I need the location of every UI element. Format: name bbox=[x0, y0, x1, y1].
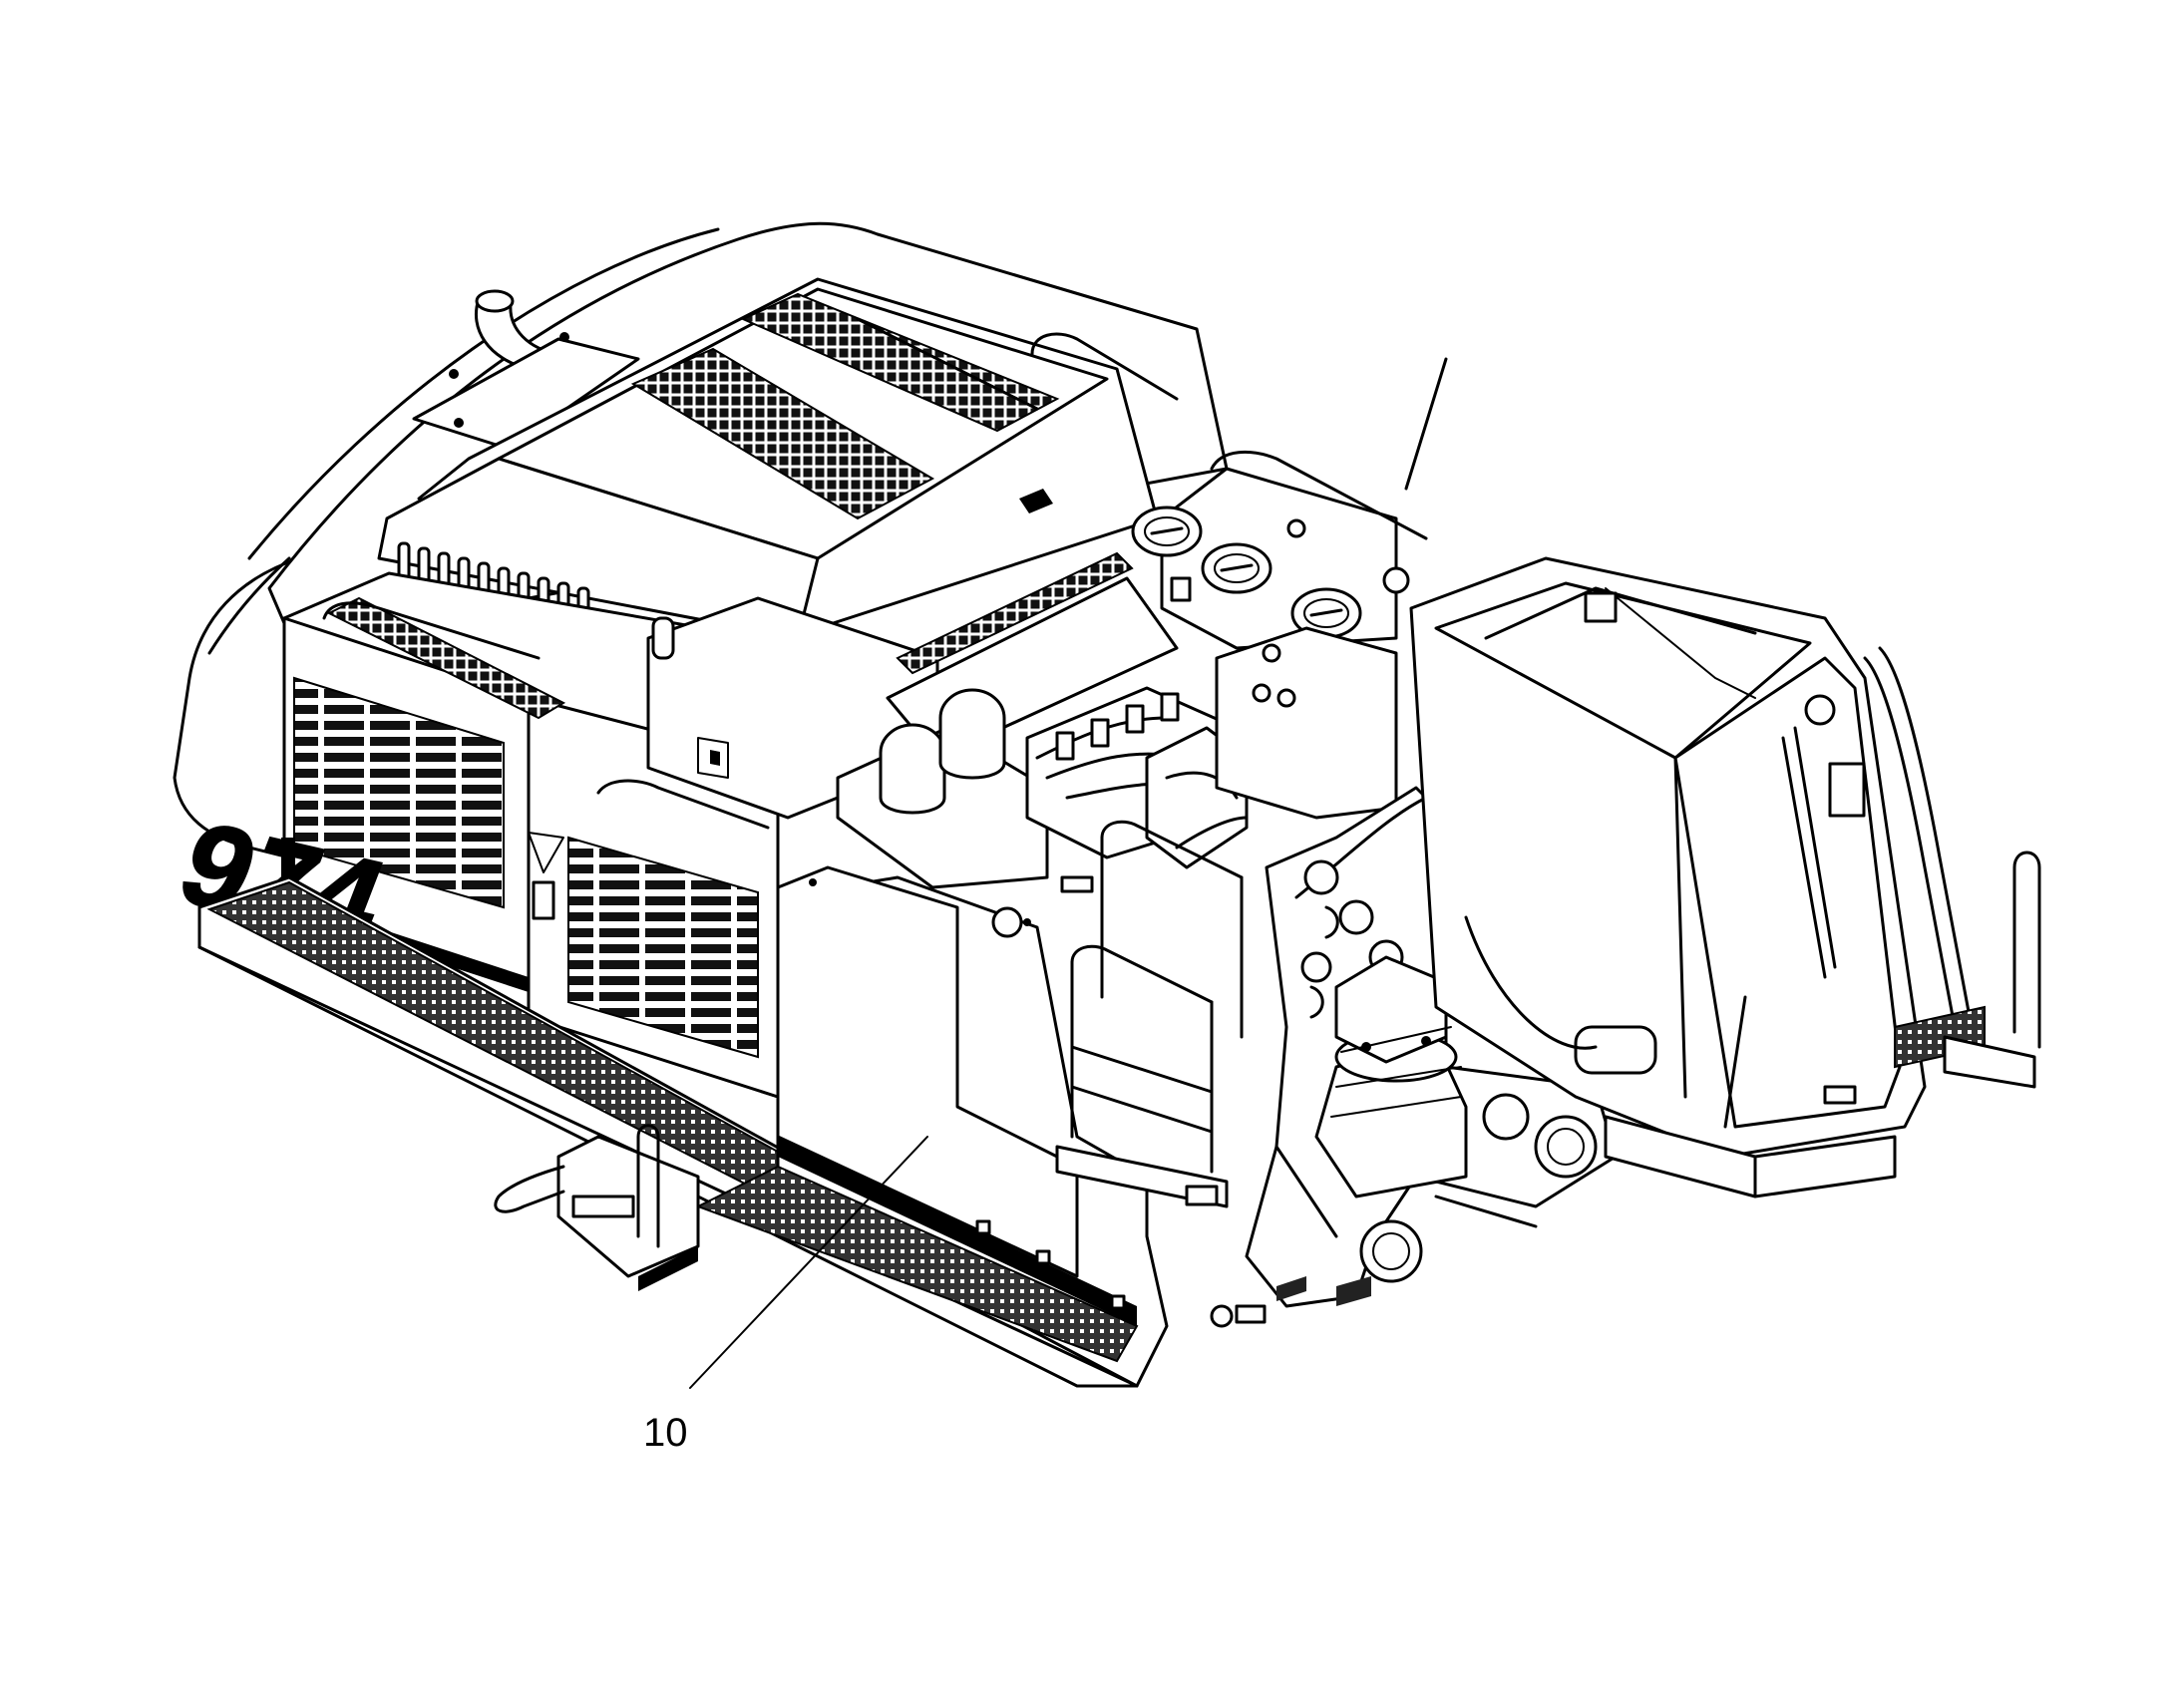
wiper-icon bbox=[1781, 726, 1837, 979]
callout-leader-line bbox=[689, 1136, 928, 1389]
top-handrails bbox=[856, 317, 1428, 540]
callout-label: 10 bbox=[643, 1411, 688, 1455]
front-lower-body bbox=[695, 865, 1169, 1388]
operator-cab bbox=[1409, 556, 1927, 1198]
swing-drive bbox=[1314, 955, 1468, 1198]
hydraulic-valve-block bbox=[1025, 686, 1249, 869]
engine-hood bbox=[377, 277, 1159, 640]
oil-filter-canisters bbox=[879, 688, 1006, 815]
left-step-handle bbox=[494, 1124, 700, 1291]
exhaust-stack bbox=[412, 289, 640, 451]
filler-cap bbox=[1131, 506, 1203, 557]
callout-10: 10 bbox=[643, 1136, 928, 1455]
lower-front-details bbox=[1210, 1195, 1538, 1328]
right-handrail bbox=[1863, 646, 2041, 1089]
tank-caps-area bbox=[1131, 357, 1448, 820]
engine-compartment bbox=[646, 551, 1249, 938]
filler-cap bbox=[1201, 542, 1272, 594]
front-ladder bbox=[1055, 820, 1244, 1208]
